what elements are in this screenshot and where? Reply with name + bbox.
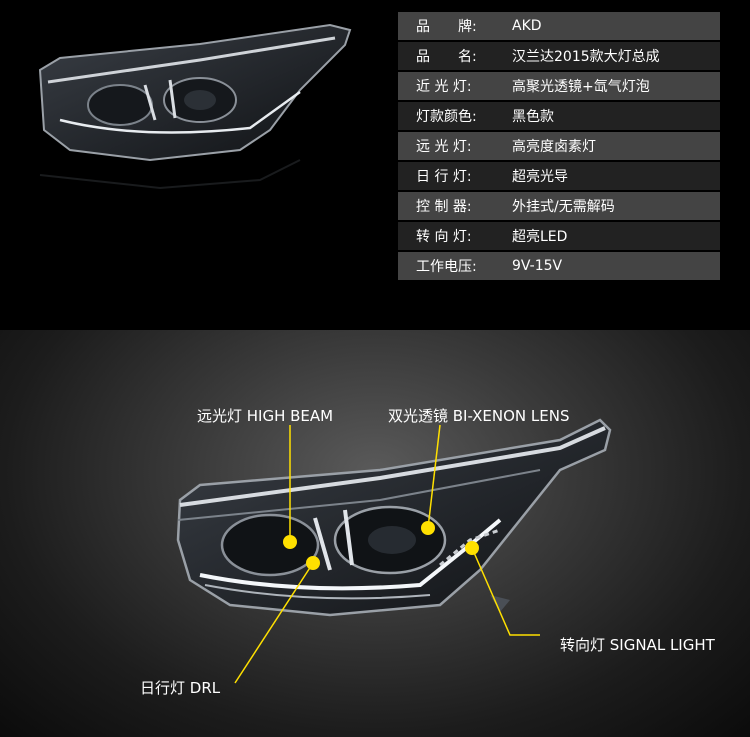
spec-value: AKD <box>512 18 542 34</box>
spec-row: 日 行 灯: 超亮光导 <box>398 162 720 190</box>
spec-label: 品 牌: <box>416 19 477 35</box>
spec-value: 超亮LED <box>512 229 568 245</box>
spec-row: 远 光 灯: 高亮度卤素灯 <box>398 132 720 160</box>
spec-value: 汉兰达2015款大灯总成 <box>512 49 660 65</box>
callout-lens: 双光透镜 BI-XENON LENS <box>388 407 570 425</box>
spec-value: 9V-15V <box>512 258 563 274</box>
spec-row: 品 名: 汉兰达2015款大灯总成 <box>398 42 720 70</box>
spec-label: 控 制 器: <box>416 199 472 215</box>
high-beam-marker <box>283 535 297 549</box>
headlight-thumbnail <box>38 23 352 190</box>
spec-row: 工作电压: 9V-15V <box>398 252 720 280</box>
headlight-main <box>176 418 612 617</box>
spec-label: 灯款颜色: <box>416 109 477 125</box>
spec-label: 转 向 灯: <box>416 229 472 245</box>
spec-label: 远 光 灯: <box>416 139 472 155</box>
spec-value: 超亮光导 <box>512 169 568 185</box>
spec-row: 转 向 灯: 超亮LED <box>398 222 720 250</box>
spec-row: 近 光 灯: 高聚光透镜+氙气灯泡 <box>398 72 720 100</box>
spec-value: 高聚光透镜+氙气灯泡 <box>512 79 650 95</box>
spec-row: 灯款颜色: 黑色款 <box>398 102 720 130</box>
spec-table: 品 牌: AKD 品 名: 汉兰达2015款大灯总成近 光 灯: 高聚光透镜+氙气灯泡灯… <box>398 12 720 282</box>
spec-row: 品 牌: AKD <box>398 12 720 40</box>
callout-signal: 转向灯 SIGNAL LIGHT <box>560 636 715 654</box>
spec-label: 品 名: <box>416 49 477 65</box>
callout-drl: 日行灯 DRL <box>140 679 221 697</box>
spec-value: 黑色款 <box>512 109 554 125</box>
lens-marker <box>421 521 435 535</box>
spec-value: 外挂式/无需解码 <box>512 199 615 215</box>
callout-markers <box>283 521 479 570</box>
callout-high-beam: 远光灯 HIGH BEAM <box>197 407 334 425</box>
callout-lines <box>234 424 540 684</box>
spec-label: 工作电压: <box>416 259 477 275</box>
spec-label: 日 行 灯: <box>416 169 472 185</box>
spec-value: 高亮度卤素灯 <box>512 139 596 155</box>
drl-marker <box>306 556 320 570</box>
spec-label: 近 光 灯: <box>416 79 472 95</box>
spec-row: 控 制 器: 外挂式/无需解码 <box>398 192 720 220</box>
signal-marker <box>465 541 479 555</box>
